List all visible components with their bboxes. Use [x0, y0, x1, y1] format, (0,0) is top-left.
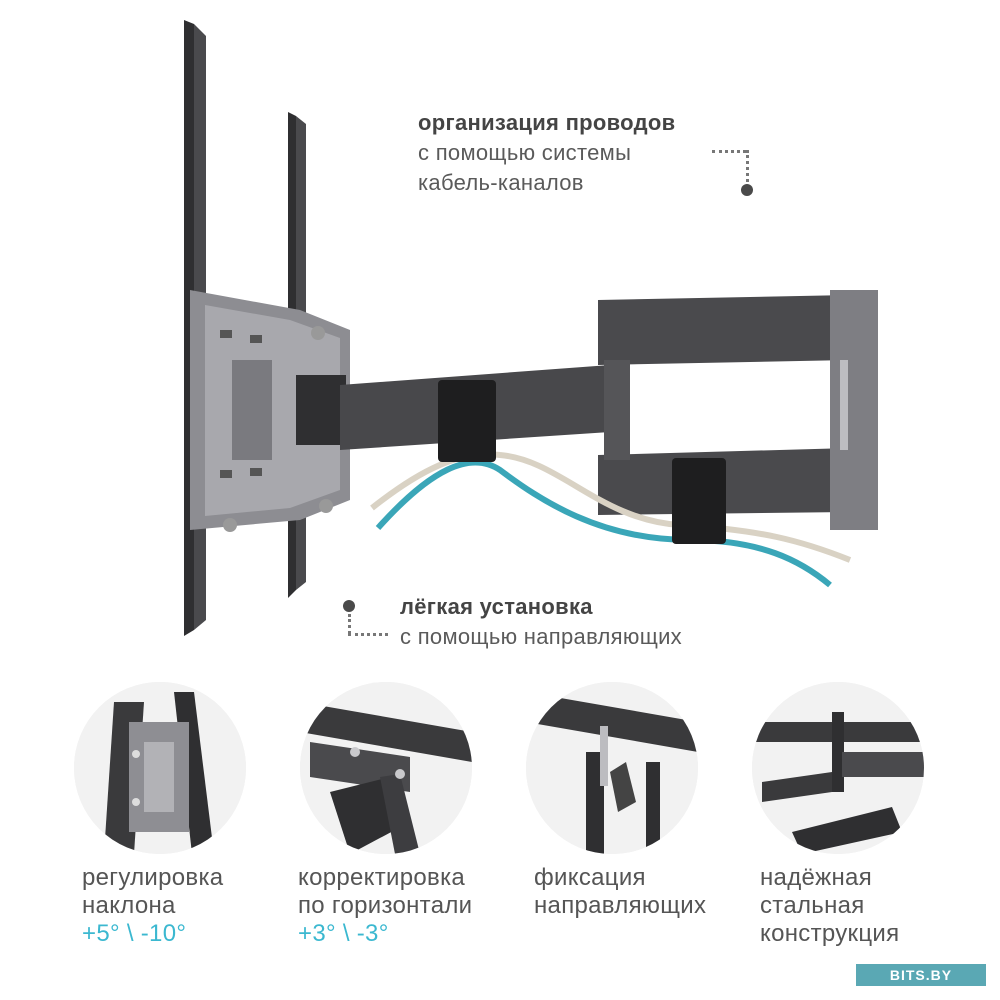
swing-frame: [598, 290, 878, 530]
feature-lock: фиксация направляющих: [534, 864, 734, 920]
cable-blue: [375, 459, 832, 588]
callout-cables-leader-v: [746, 150, 749, 182]
watermark-logo: BITS.BY: [856, 964, 986, 986]
feature-image-horizontal: [300, 682, 472, 854]
callout-cables-title: организация проводов: [418, 110, 676, 135]
cable-strap-frame: [672, 458, 726, 544]
callout-install-leader-h: [348, 633, 388, 636]
feature-image-steel: [752, 682, 924, 854]
callout-install-leader-v: [348, 614, 351, 634]
callout-cables-leader-h: [712, 150, 746, 153]
callout-install-dot: [343, 600, 355, 612]
callout-cables-line2: кабель-каналов: [418, 170, 584, 195]
callout-install-title: лёгкая установка: [400, 594, 593, 619]
feature-steel: надёжная стальная конструкция: [760, 864, 960, 948]
cable-strap-arm: [438, 380, 496, 462]
feature-tilt-line1: регулировка: [82, 864, 224, 891]
feature-lock-line2: направляющих: [534, 892, 707, 919]
wall-plate: [190, 290, 350, 532]
cable-white: [370, 451, 852, 563]
feature-tilt-accent: +5° \ -10°: [82, 920, 187, 947]
callout-install-line1: с помощью направляющих: [400, 624, 682, 649]
feature-image-lock: [526, 682, 698, 854]
callout-cables: организация проводов с помощью системы к…: [418, 108, 748, 198]
feature-horizontal: корректировка по горизонтали +3° \ -3°: [298, 864, 508, 948]
feature-steel-line2: стальная: [760, 892, 865, 919]
feature-lock-line1: фиксация: [534, 864, 646, 891]
feature-image-tilt: [74, 682, 246, 854]
tv-mount-product-image: [184, 20, 878, 636]
callout-cables-dot: [741, 184, 753, 196]
feature-tilt-line2: наклона: [82, 892, 176, 919]
feature-steel-line1: надёжная: [760, 864, 873, 891]
feature-horizontal-line2: по горизонтали: [298, 892, 473, 919]
feature-horizontal-accent: +3° \ -3°: [298, 920, 389, 947]
feature-steel-line3: конструкция: [760, 920, 900, 947]
feature-horizontal-line1: корректировка: [298, 864, 466, 891]
callout-cables-line1: с помощью системы: [418, 140, 632, 165]
callout-install: лёгкая установка с помощью направляющих: [400, 592, 760, 652]
feature-tilt: регулировка наклона +5° \ -10°: [82, 864, 282, 948]
pivot-block: [296, 375, 346, 445]
